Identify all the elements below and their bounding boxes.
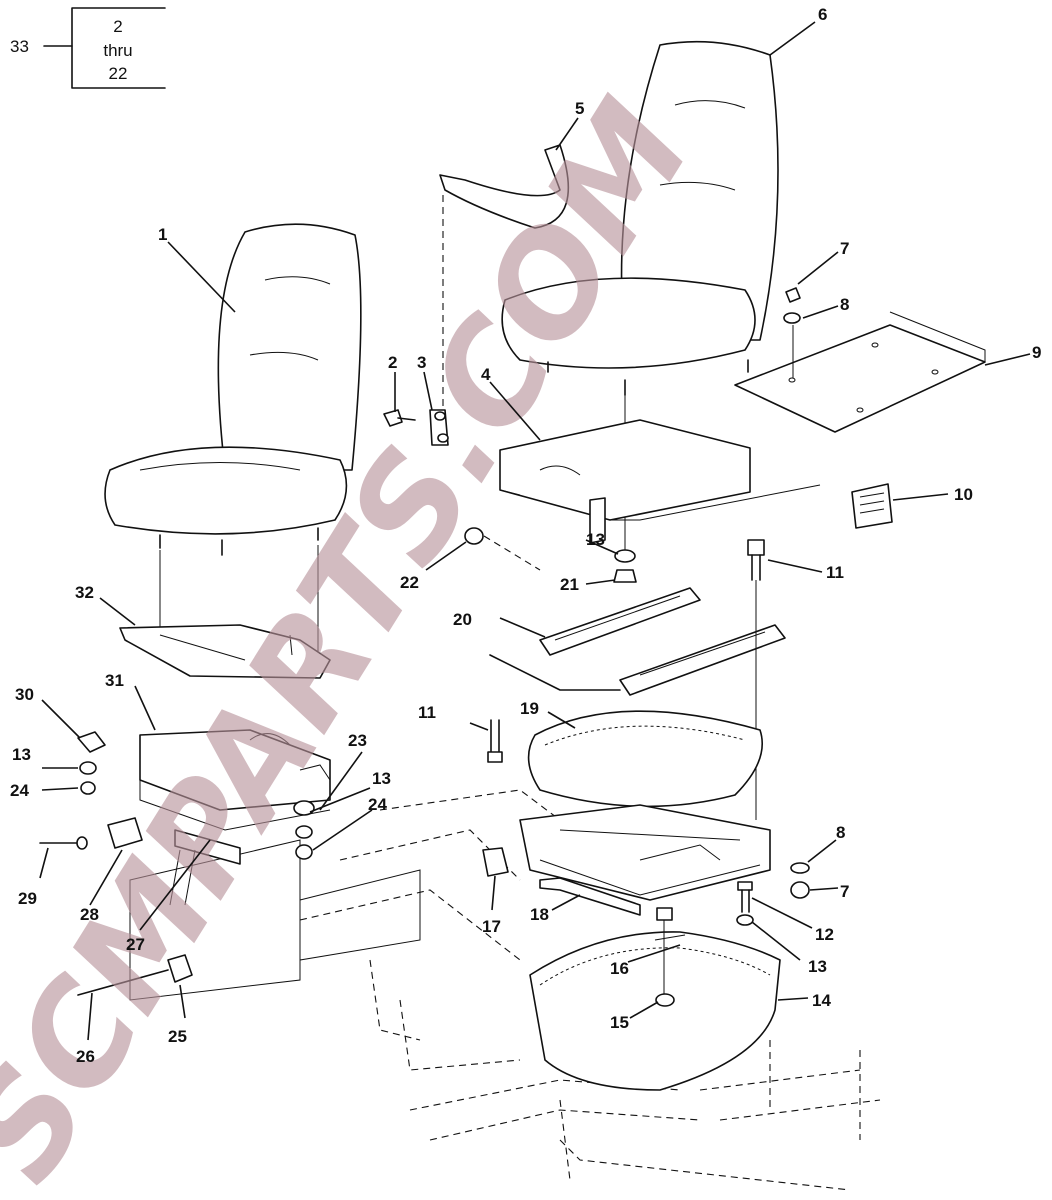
callout-1: 1 — [158, 225, 167, 244]
callout-21: 21 — [560, 575, 579, 594]
reference-box: 33 2 thru 22 — [10, 7, 166, 89]
cab-floor-outline — [129, 789, 881, 1191]
mounting-plate-9 — [734, 287, 986, 433]
callout-10: 10 — [954, 485, 973, 504]
callout-8-top: 8 — [840, 295, 849, 314]
reference-range-end: 22 — [109, 64, 128, 83]
strap-5 — [439, 144, 570, 420]
callout-12: 12 — [815, 925, 834, 944]
callouts: 1 2 3 4 5 6 7 8 9 10 11 13 21 22 20 32 3… — [10, 5, 1041, 1066]
left-small-hardware — [39, 731, 315, 996]
right-seat — [501, 40, 779, 550]
callout-23: 23 — [348, 731, 367, 750]
bracket-3-bolt-2 — [383, 409, 449, 446]
seat-cushion-19 — [527, 710, 764, 808]
callout-7-top: 7 — [840, 239, 849, 258]
callout-22: 22 — [400, 573, 419, 592]
boot-cover-14 — [529, 907, 781, 1091]
callout-29: 29 — [18, 889, 37, 908]
suspension-base-18 — [519, 804, 771, 916]
seat-bracket-4 — [499, 419, 821, 544]
callout-24-mid: 24 — [368, 795, 387, 814]
center-hardware — [464, 527, 637, 583]
callout-16: 16 — [610, 959, 629, 978]
reference-range-word: thru — [103, 41, 132, 60]
reference-item-number: 33 — [10, 37, 29, 56]
decal-10 — [851, 483, 893, 529]
callout-6: 6 — [818, 5, 827, 24]
callout-13-center: 13 — [586, 530, 605, 549]
callout-26: 26 — [76, 1047, 95, 1066]
callout-11-left: 11 — [418, 703, 436, 722]
callout-14: 14 — [812, 991, 831, 1010]
callout-13-left: 13 — [12, 745, 31, 764]
callout-11-right: 11 — [826, 563, 844, 582]
left-seat — [104, 223, 362, 660]
callout-24-left: 24 — [10, 781, 29, 800]
leader-lines — [39, 21, 1031, 1041]
right-small-hardware — [736, 862, 810, 926]
seat-slide-rails-20 — [489, 587, 786, 696]
bolt-11-right — [747, 539, 765, 820]
callout-15: 15 — [610, 1013, 629, 1032]
callout-4: 4 — [481, 365, 491, 384]
callout-30: 30 — [15, 685, 34, 704]
callout-13-mid: 13 — [372, 769, 391, 788]
callout-9: 9 — [1032, 343, 1041, 362]
callout-31: 31 — [105, 671, 124, 690]
bolt-11-left — [487, 719, 503, 763]
callout-20: 20 — [453, 610, 472, 629]
callout-13-right: 13 — [808, 957, 827, 976]
callout-3: 3 — [417, 353, 426, 372]
callout-27: 27 — [126, 935, 145, 954]
callout-8-bottom: 8 — [836, 823, 845, 842]
callout-28: 28 — [80, 905, 99, 924]
reference-range-start: 2 — [113, 17, 122, 36]
callout-7-bottom: 7 — [840, 882, 849, 901]
callout-25: 25 — [168, 1027, 187, 1046]
callout-17: 17 — [482, 917, 501, 936]
seat-riser-31 — [139, 729, 331, 906]
mounting-plate-32 — [119, 624, 331, 679]
bumper-17 — [482, 847, 509, 877]
callout-2: 2 — [388, 353, 397, 372]
callout-5: 5 — [575, 99, 584, 118]
callout-18: 18 — [530, 905, 549, 924]
callout-19: 19 — [520, 699, 539, 718]
callout-32: 32 — [75, 583, 94, 602]
